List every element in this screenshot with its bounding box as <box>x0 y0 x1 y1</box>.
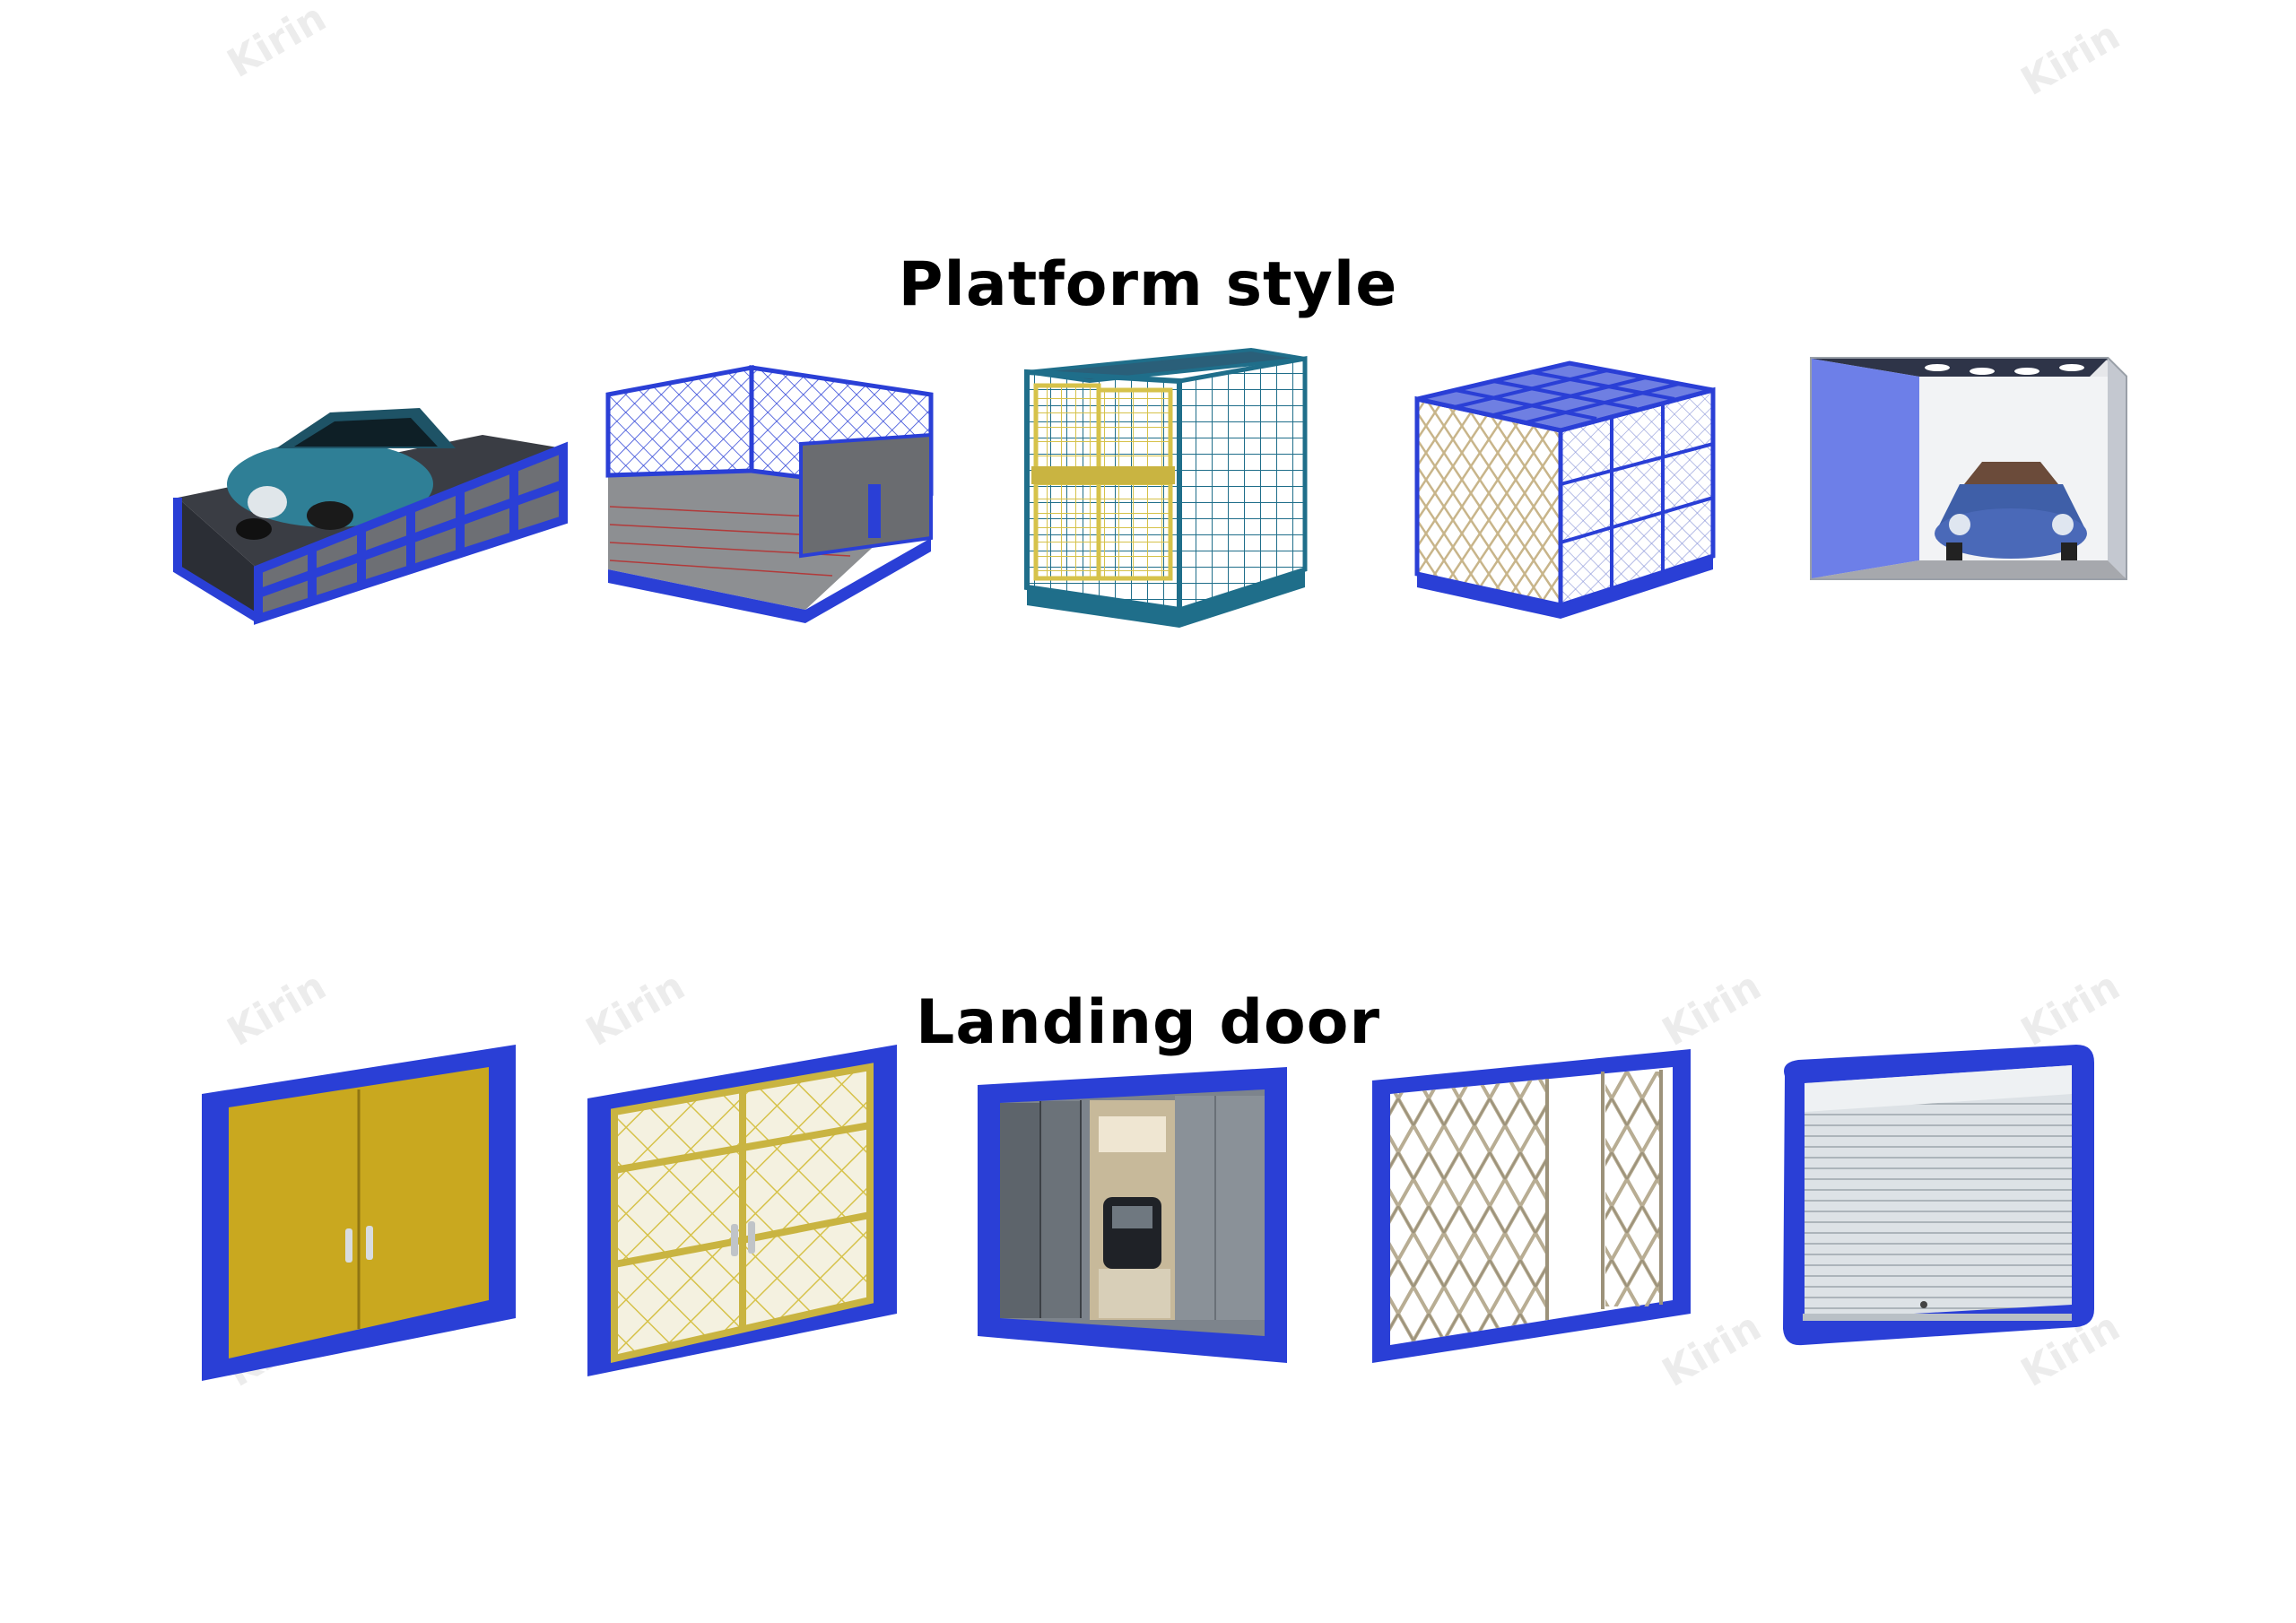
watermark-text: Kirin <box>2013 13 2128 105</box>
mesh-fence-platform-icon <box>599 350 940 623</box>
landing-door-heading: Landing door <box>915 986 1380 1058</box>
platform-style-heading: Platform style <box>898 248 1398 320</box>
sliding-metal-door-icon <box>973 1063 1296 1367</box>
rolling-shutter-door-icon <box>1767 1040 2099 1350</box>
full-cage-platform-teal-icon <box>1018 341 1314 628</box>
blue-cage-platform-icon <box>1408 345 1722 619</box>
enclosed-car-cabin-icon <box>1803 350 2135 592</box>
yellow-mesh-swing-door-icon <box>583 1040 906 1381</box>
open-platform-with-car-icon <box>169 350 572 625</box>
watermark-text: Kirin <box>220 0 335 87</box>
yellow-swing-door-icon <box>197 1040 529 1381</box>
scissor-gate-door-icon <box>1368 1045 1700 1372</box>
